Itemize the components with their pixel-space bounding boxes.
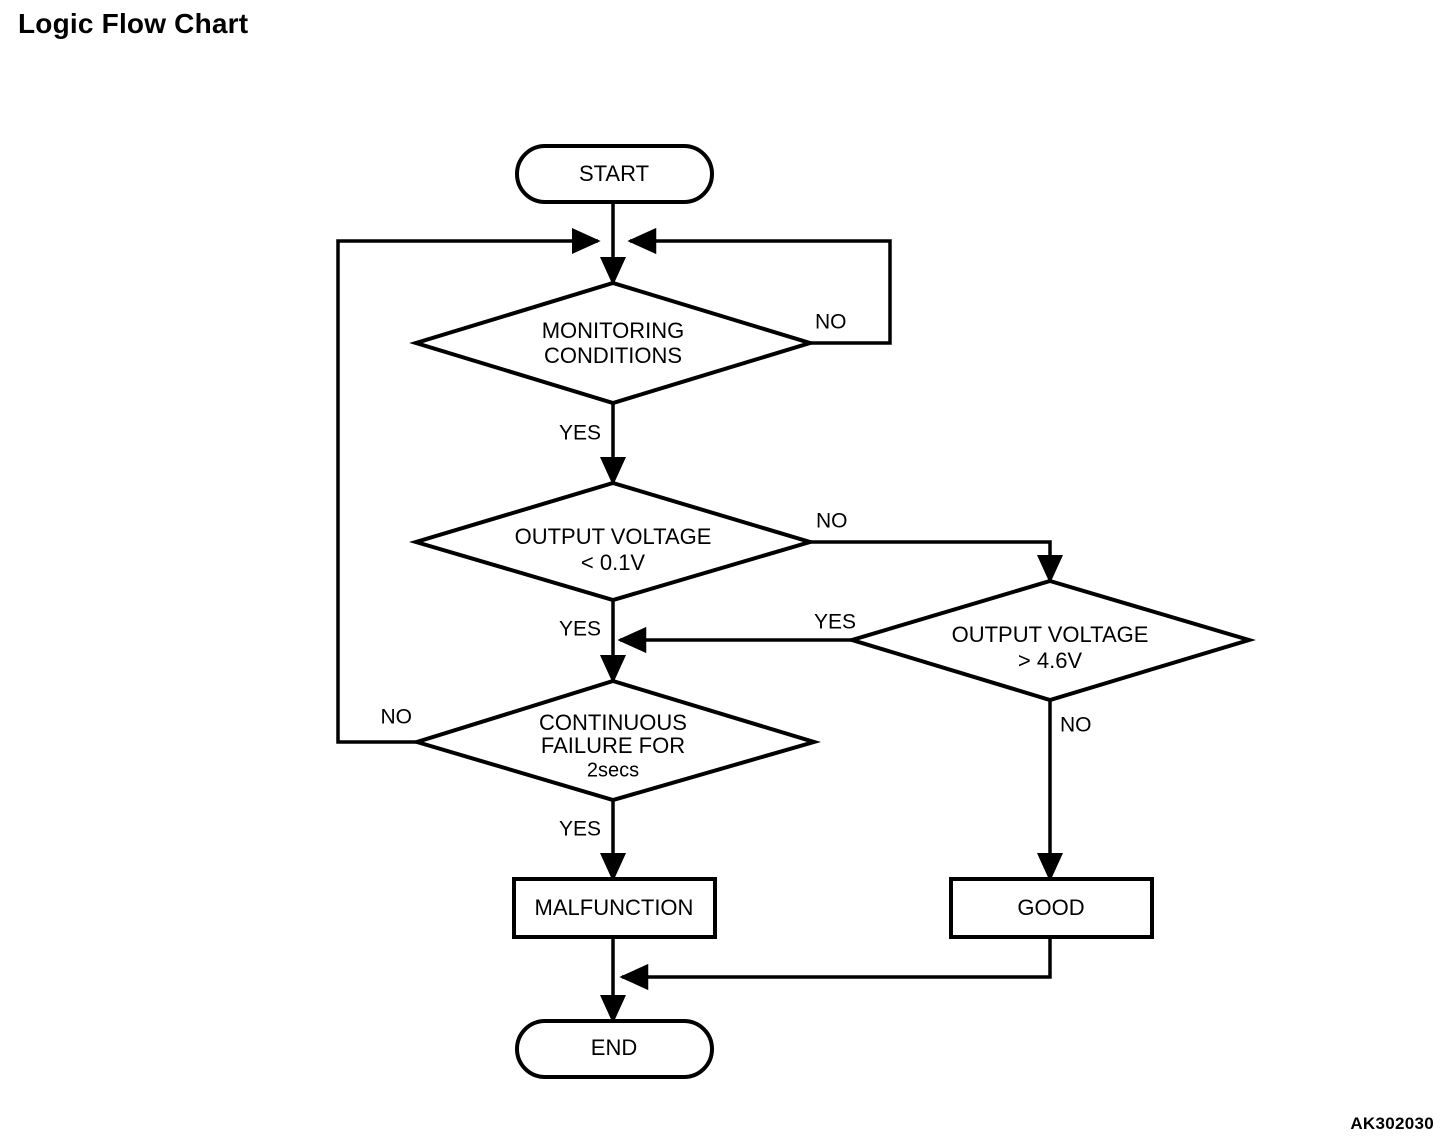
edge-volt-low-no: [810, 540, 1064, 584]
node-output-voltage-low[interactable]: OUTPUT VOLTAGE < 0.1V: [408, 480, 818, 603]
edge-label-continuous-failure-no: NO: [381, 706, 413, 729]
node-good[interactable]: GOOD: [949, 877, 1154, 939]
edge-label-volt-low-no: NO: [816, 510, 848, 533]
edge-label-monitoring-yes: YES: [559, 422, 601, 445]
node-monitoring-conditions[interactable]: MONITORING CONDITIONS: [409, 280, 817, 406]
edge-monitoring-no-loopback: [627, 227, 892, 345]
edge-label-volt-low-yes: YES: [559, 618, 601, 641]
node-output-voltage-high-label-line2: > 4.6V: [1018, 648, 1083, 673]
node-output-voltage-low-label-line2: < 0.1V: [581, 550, 646, 575]
node-continuous-failure[interactable]: CONTINUOUS FAILURE FOR 2secs: [410, 678, 822, 803]
edge-continuous-failure-no-loopback: [336, 227, 601, 744]
figure-id: AK302030: [1350, 1114, 1434, 1133]
edge-good-to-end: [619, 937, 1052, 991]
node-end[interactable]: END: [515, 1019, 714, 1079]
node-malfunction-label: MALFUNCTION: [535, 895, 694, 920]
edge-label-volt-high-yes: YES: [814, 611, 856, 634]
node-good-label: GOOD: [1017, 895, 1084, 920]
node-continuous-failure-label-line2: FAILURE FOR: [541, 733, 685, 758]
edge-label-monitoring-no: NO: [815, 311, 847, 334]
node-start[interactable]: START: [515, 144, 714, 204]
node-output-voltage-high[interactable]: OUTPUT VOLTAGE > 4.6V: [845, 578, 1256, 703]
node-output-voltage-high-label-line1: OUTPUT VOLTAGE: [952, 622, 1149, 647]
node-continuous-failure-label-line1: CONTINUOUS: [539, 710, 687, 735]
node-continuous-failure-label-line3: 2secs: [587, 759, 639, 781]
edge-label-continuous-failure-yes: YES: [559, 818, 601, 841]
node-end-label: END: [591, 1035, 637, 1060]
page-title: Logic Flow Chart: [18, 8, 249, 39]
node-monitoring-conditions-label-line1: MONITORING: [542, 318, 685, 343]
node-monitoring-conditions-label-line2: CONDITIONS: [544, 343, 682, 368]
node-start-label: START: [579, 161, 649, 186]
node-malfunction[interactable]: MALFUNCTION: [512, 877, 717, 939]
node-output-voltage-low-label-line1: OUTPUT VOLTAGE: [515, 524, 712, 549]
edge-label-volt-high-no: NO: [1060, 714, 1092, 737]
